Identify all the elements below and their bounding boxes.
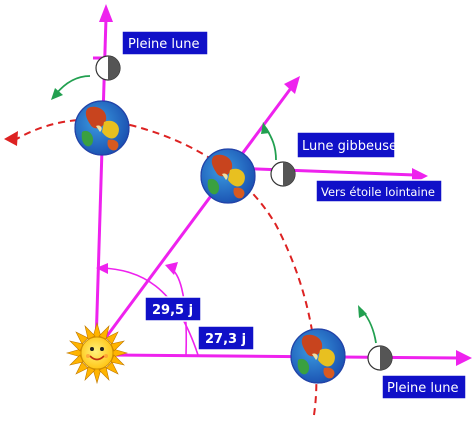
vertical-axis-arrowhead — [99, 4, 113, 22]
horizontal-axis — [109, 353, 461, 360]
rotation-arrow-icon-middle — [261, 122, 277, 161]
moon-icon-bottom — [367, 345, 393, 371]
label-synodic-period-text: 29,5 j — [152, 303, 193, 318]
label-distant-star-text: Vers étoile lointaine — [321, 185, 435, 199]
label-gibbous-moon: Lune gibbeuse — [296, 131, 397, 159]
angle-arc-sidereal-head — [165, 262, 178, 275]
label-synodic-period: 29,5 j — [144, 296, 202, 322]
label-full-moon-top-text: Pleine lune — [128, 37, 200, 52]
rotation-arrow-icon-bottom — [358, 305, 377, 344]
label-sidereal-period: 27,3 j — [197, 325, 255, 351]
label-full-moon-bottom-text: Pleine lune — [387, 381, 459, 396]
label-full-moon-bottom: Pleine lune — [381, 374, 467, 400]
label-gibbous-moon-text: Lune gibbeuse — [302, 139, 397, 154]
moon-icon-top — [95, 55, 121, 81]
distant-star-axis — [229, 166, 416, 177]
earth-icon-top — [74, 100, 130, 156]
orbit-arrowhead — [4, 131, 18, 146]
angle-arc-synodic-head — [96, 263, 108, 274]
diagonal-axis-arrowhead — [284, 76, 300, 94]
horizontal-axis-arrowhead — [456, 350, 472, 366]
earth-icon-bottom — [290, 328, 346, 384]
label-full-moon-top: Pleine lune — [121, 30, 209, 56]
label-distant-star: Vers étoile lointaine — [315, 179, 443, 203]
rotation-arrow-icon-top — [51, 75, 91, 100]
label-sidereal-period-text: 27,3 j — [205, 332, 246, 347]
moon-icon-middle — [270, 161, 296, 187]
orbit-path — [14, 118, 318, 416]
angle-arc-synodic — [101, 267, 199, 356]
sun-icon — [65, 321, 129, 385]
earth-icon-middle — [200, 148, 256, 204]
